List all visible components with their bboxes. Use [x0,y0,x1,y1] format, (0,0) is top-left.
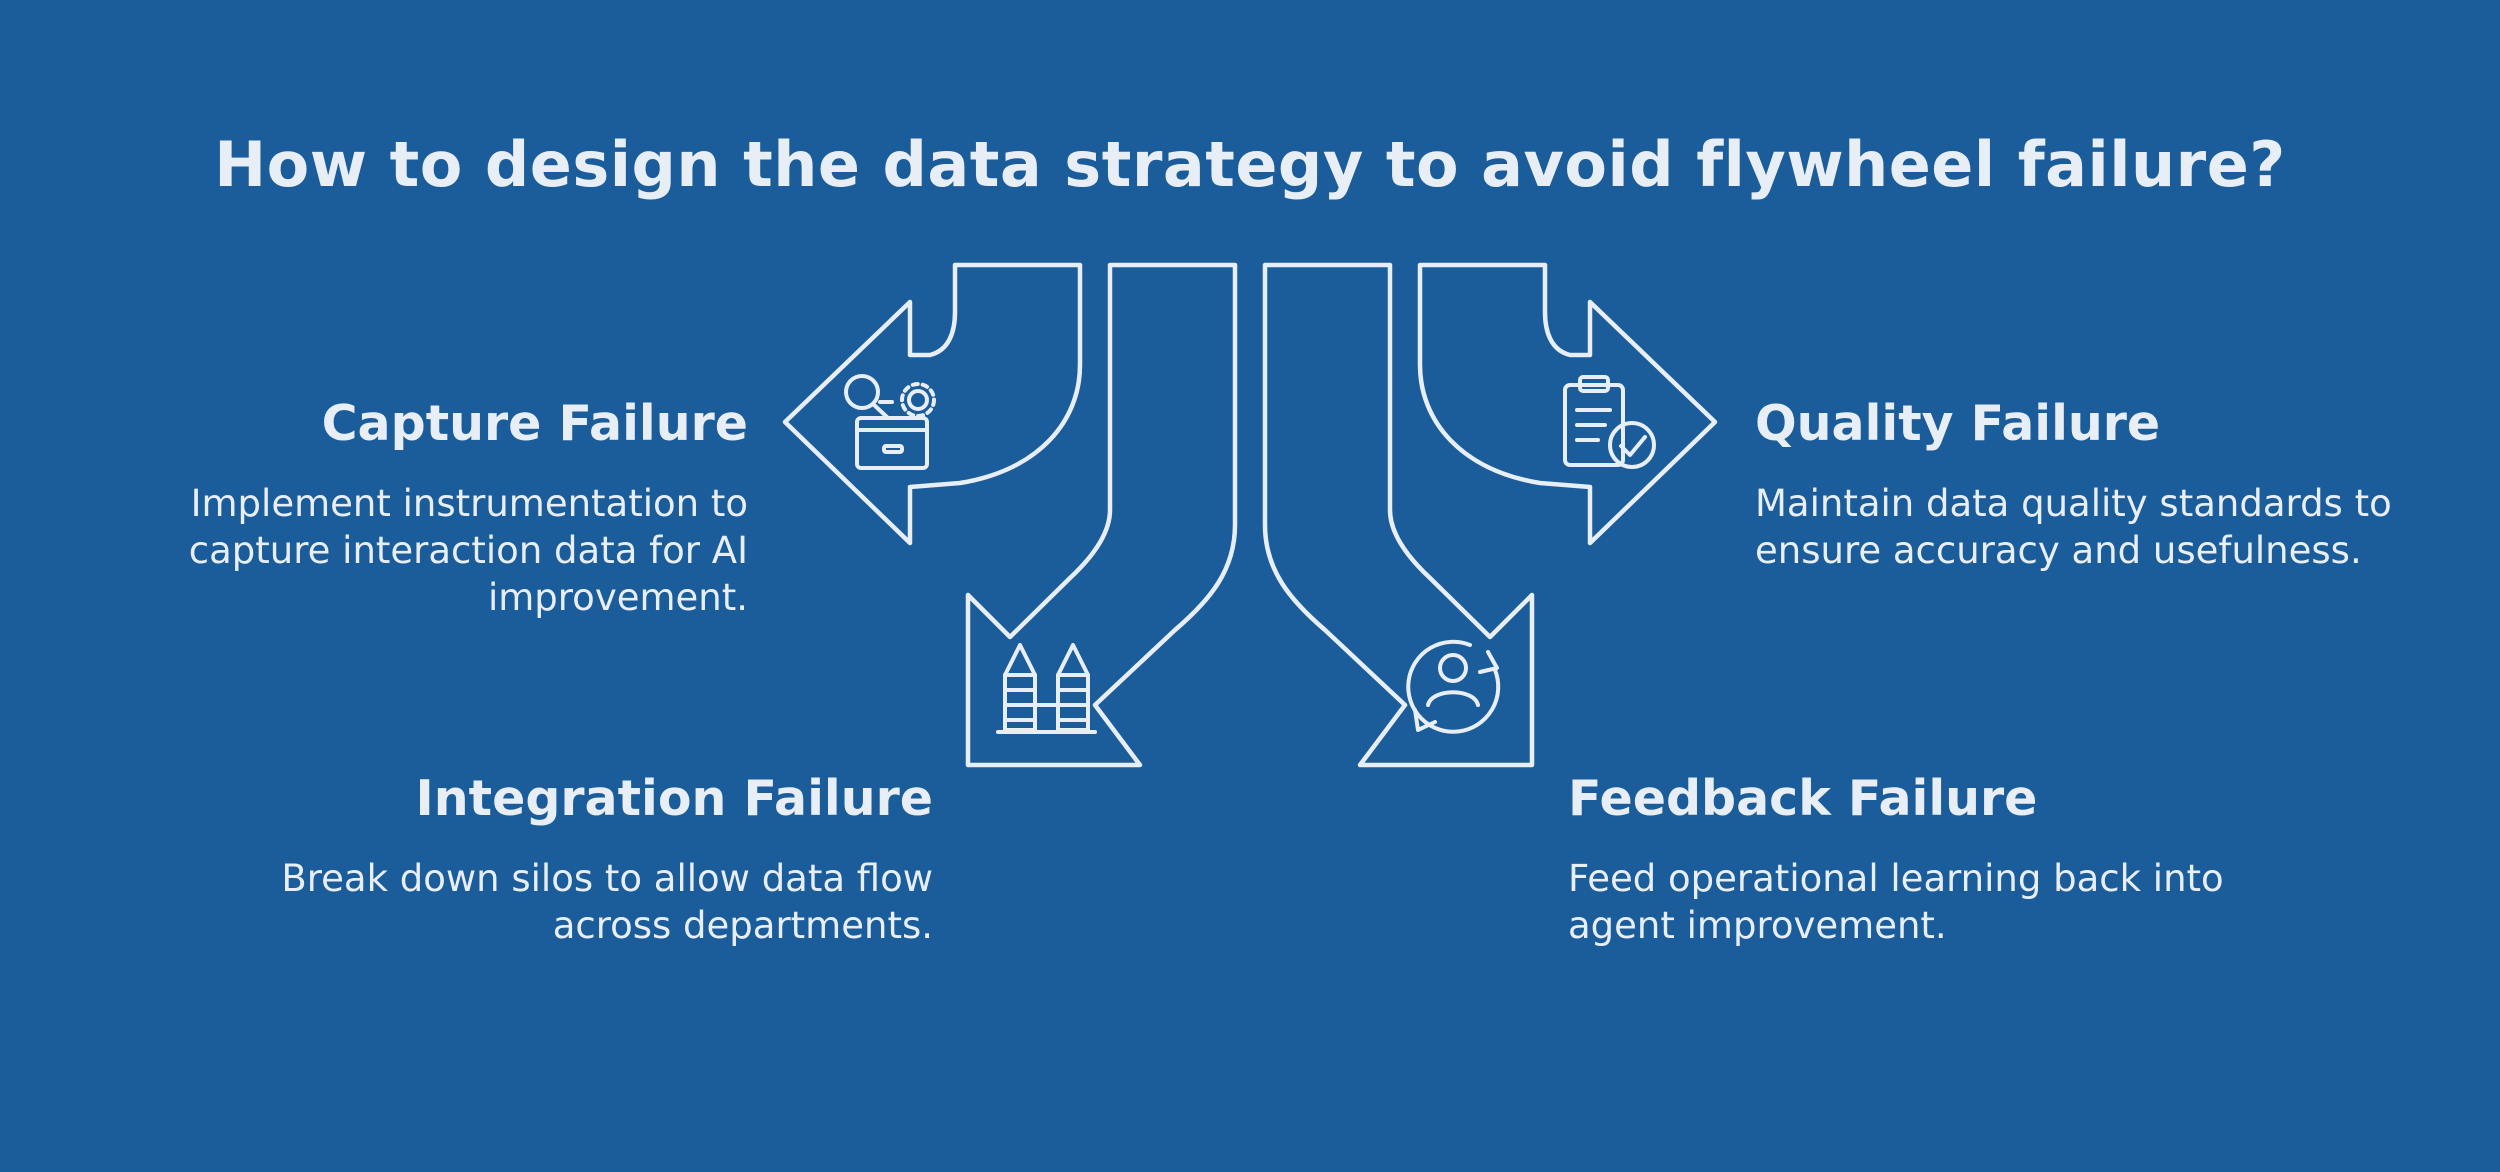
page-title: How to design the data strategy to avoid… [214,128,2286,201]
search-gear-box-icon [844,374,936,470]
integration-failure-heading: Integration Failure [415,770,933,827]
integration-failure-description: Break down silos to allow data flow acro… [281,856,933,947]
capture-failure-block: Capture Failure Implement instrumentatio… [80,395,748,621]
capture-arrow [782,262,1083,546]
silos-icon [996,643,1097,734]
quality-failure-block: Quality Failure Maintain data quality st… [1755,395,2455,574]
clipboard-check-icon [1563,375,1656,469]
feedback-failure-description: Feed operational learning back into agen… [1568,856,2224,947]
quality-failure-description: Maintain data quality standards to ensur… [1755,481,2392,572]
quality-failure-heading: Quality Failure [1755,395,2161,452]
feedback-failure-heading: Feedback Failure [1568,770,2038,827]
feedback-failure-block: Feedback Failure Feed operational learni… [1568,770,2268,949]
integration-arrow [965,262,1238,768]
person-cycle-icon [1406,639,1501,734]
integration-failure-block: Integration Failure Break down silos to … [250,770,933,949]
capture-failure-heading: Capture Failure [321,395,748,452]
quality-arrow [1417,262,1718,546]
capture-failure-description: Implement instrumentation to capture int… [188,481,748,619]
feedback-arrow [1262,262,1535,768]
